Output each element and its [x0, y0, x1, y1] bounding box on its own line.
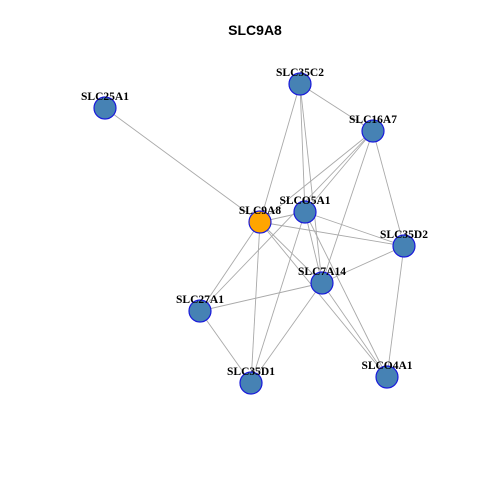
edge-slc27a1-slc35d1 — [199, 310, 252, 384]
edge-slc9a8-slc35d1 — [250, 221, 261, 384]
edge-slc9a8-slc25a1 — [104, 107, 261, 223]
edge-slc9a8-slc16a7 — [259, 130, 374, 223]
edge-slc9a8-slc35d2 — [259, 221, 405, 247]
graph-title: SLC9A8 — [228, 22, 282, 38]
node-label-slco4a1: SLCO4A1 — [361, 360, 412, 372]
node-slc27a1 — [188, 299, 212, 323]
edge-slc35c2-slco5a1 — [299, 83, 306, 213]
edge-slc9a8-slc35c2 — [259, 83, 301, 223]
node-label-slc16a7: SLC16A7 — [349, 114, 397, 126]
edge-slc9a8-slc7a14 — [259, 221, 323, 284]
node-label-slc35d1: SLC35D1 — [227, 366, 275, 378]
node-slc7a14 — [310, 271, 334, 295]
node-label-slco5a1: SLCO5A1 — [279, 195, 330, 207]
edge-slco5a1-slco4a1 — [304, 211, 388, 378]
edge-slc9a8-slc27a1 — [199, 221, 261, 312]
node-slc35d1 — [239, 371, 263, 395]
node-label-slc27a1: SLC27A1 — [176, 294, 224, 306]
edge-slc7a14-slco4a1 — [321, 282, 388, 378]
node-label-slc9a8: SLC9A8 — [239, 205, 281, 217]
node-slco4a1 — [375, 365, 399, 389]
node-slco5a1 — [293, 200, 317, 224]
edge-slc16a7-slc7a14 — [321, 130, 374, 284]
node-label-slc25a1: SLC25A1 — [81, 91, 129, 103]
edge-slco5a1-slc35d1 — [250, 211, 306, 384]
labels-layer: SLC9A8 SLC35C2SLC25A1SLC16A7SLCO5A1SLC35D… — [81, 67, 428, 378]
edge-slc16a7-slc27a1 — [199, 130, 374, 312]
edge-slc35c2-slc16a7 — [299, 83, 374, 132]
nodes-layer — [93, 72, 416, 395]
node-slc35d2 — [392, 234, 416, 258]
edge-slc16a7-slc35d2 — [372, 130, 405, 247]
edge-slc7a14-slc35d1 — [250, 282, 323, 384]
edge-slc35d2-slco4a1 — [386, 245, 405, 378]
edge-slco5a1-slc7a14 — [304, 211, 323, 284]
edge-slc35c2-slc7a14 — [299, 83, 323, 284]
edge-slco5a1-slc35d2 — [304, 211, 405, 247]
node-label-slc35d2: SLC35D2 — [380, 229, 428, 241]
node-label-slc35c2: SLC35C2 — [276, 67, 324, 79]
node-slc35c2 — [288, 72, 312, 96]
edges-layer — [104, 83, 405, 384]
edge-slc16a7-slco5a1 — [304, 130, 374, 213]
node-slc16a7 — [361, 119, 385, 143]
node-label-slc7a14: SLC7A14 — [298, 266, 346, 278]
edge-slc9a8-slco4a1 — [259, 221, 388, 378]
node-slc9a8 — [248, 210, 272, 234]
node-slc25a1 — [93, 96, 117, 120]
edge-slc35d2-slc7a14 — [321, 245, 405, 284]
edge-slc7a14-slc27a1 — [199, 282, 323, 312]
